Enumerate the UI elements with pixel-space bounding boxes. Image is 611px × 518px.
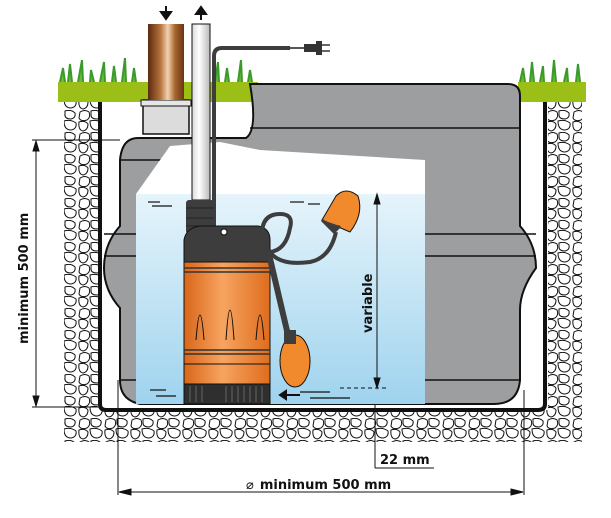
float-arm (265, 249, 291, 336)
down-arrow-icon (159, 6, 173, 21)
gravel (64, 102, 582, 442)
grass-right (518, 59, 586, 102)
dim-min-diameter (117, 380, 525, 496)
power-cable (212, 46, 290, 240)
discharge-pipe (191, 23, 211, 201)
pump (183, 200, 271, 405)
dim-variable (340, 192, 386, 390)
label-variable: variable (361, 273, 376, 333)
inflow-arrow-icon (278, 389, 300, 401)
float-switch-lower (279, 330, 311, 388)
label-min-height: minimum 500 mm (17, 213, 32, 344)
up-arrow-icon (194, 5, 208, 20)
water-ripples (148, 201, 350, 399)
float-cable-upper (260, 211, 338, 265)
float-switch-upper (320, 190, 361, 235)
label-min-diameter: ⌀minimum 500 mm (246, 478, 391, 493)
label-clearance: 22 mm (380, 453, 430, 468)
dim-clearance (374, 404, 434, 469)
plug-icon (304, 41, 330, 55)
diameter-symbol: ⌀ (246, 478, 254, 493)
inlet-pipe (148, 24, 184, 100)
dim-min-height (32, 139, 120, 408)
